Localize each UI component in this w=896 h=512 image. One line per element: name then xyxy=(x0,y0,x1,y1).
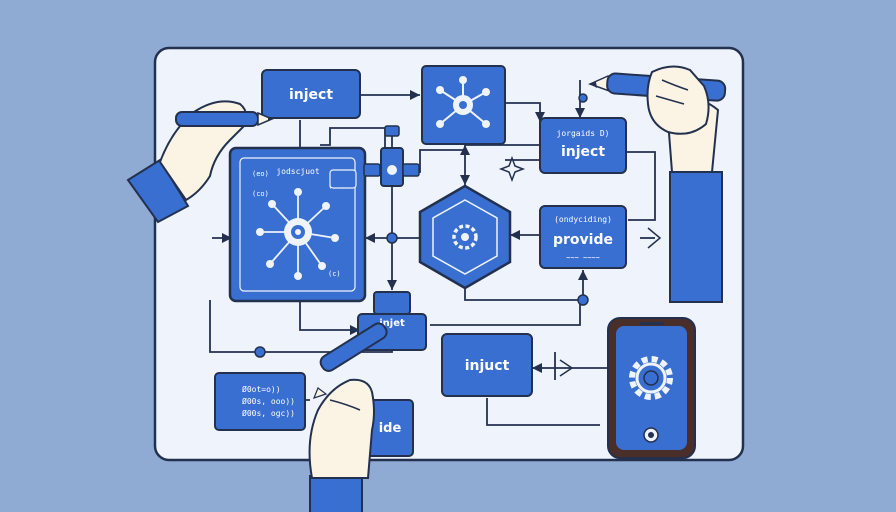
node-label: ide xyxy=(379,421,402,436)
sparkle-icon xyxy=(498,155,526,183)
gear-hexagon-icon xyxy=(418,184,512,290)
node-code: (ondyciding) xyxy=(554,215,612,224)
arrowheads xyxy=(222,90,588,373)
container-tag: (co) xyxy=(252,190,269,198)
pencil-icon xyxy=(312,322,388,399)
code-line: Ø00s, ogc)) xyxy=(242,408,295,418)
node-provide-right: (ondyciding) provide ~~~ ~~~~ xyxy=(539,205,627,269)
network-hub-icon xyxy=(421,65,506,145)
node-label: provide xyxy=(553,232,613,248)
container-tag: (eo) xyxy=(252,170,269,178)
container-code: jodscjuot xyxy=(276,167,320,176)
tee-connector xyxy=(363,125,420,187)
node-code: jorgaids D) xyxy=(557,129,610,138)
node-label: injuct xyxy=(465,358,510,374)
gear-icon xyxy=(629,356,673,400)
chevron-icon xyxy=(647,227,662,249)
connector-dots xyxy=(254,93,589,358)
code-line: Ø0ot=o)) xyxy=(242,384,281,394)
node-label: inject xyxy=(289,87,333,103)
left-arm xyxy=(126,158,190,224)
node-main-container: jodscjuot (eo) (co) (c6) (c) xyxy=(228,146,367,303)
node-code-block: Ø0ot=o)) Ø00s, ooo)) Ø00s, ogc)) xyxy=(214,372,306,431)
pencil-icon xyxy=(175,111,274,127)
code-line: Ø00s, ooo)) xyxy=(242,396,295,406)
node-label: inject xyxy=(561,144,605,160)
bottom-arm xyxy=(308,378,375,512)
chevron-icon xyxy=(559,359,574,377)
container-tag: (c) xyxy=(328,270,341,278)
node-injuct: injuct xyxy=(441,333,533,397)
node-inject-right: jorgaids D) inject xyxy=(539,117,627,174)
network-hub-icon xyxy=(256,188,339,280)
hand-icon xyxy=(646,65,710,135)
node-sub: ~~~ ~~~~ xyxy=(566,254,600,262)
smartphone-icon xyxy=(607,317,696,459)
node-inject-top-left: inject xyxy=(261,69,361,119)
node-label: injet xyxy=(379,318,405,329)
